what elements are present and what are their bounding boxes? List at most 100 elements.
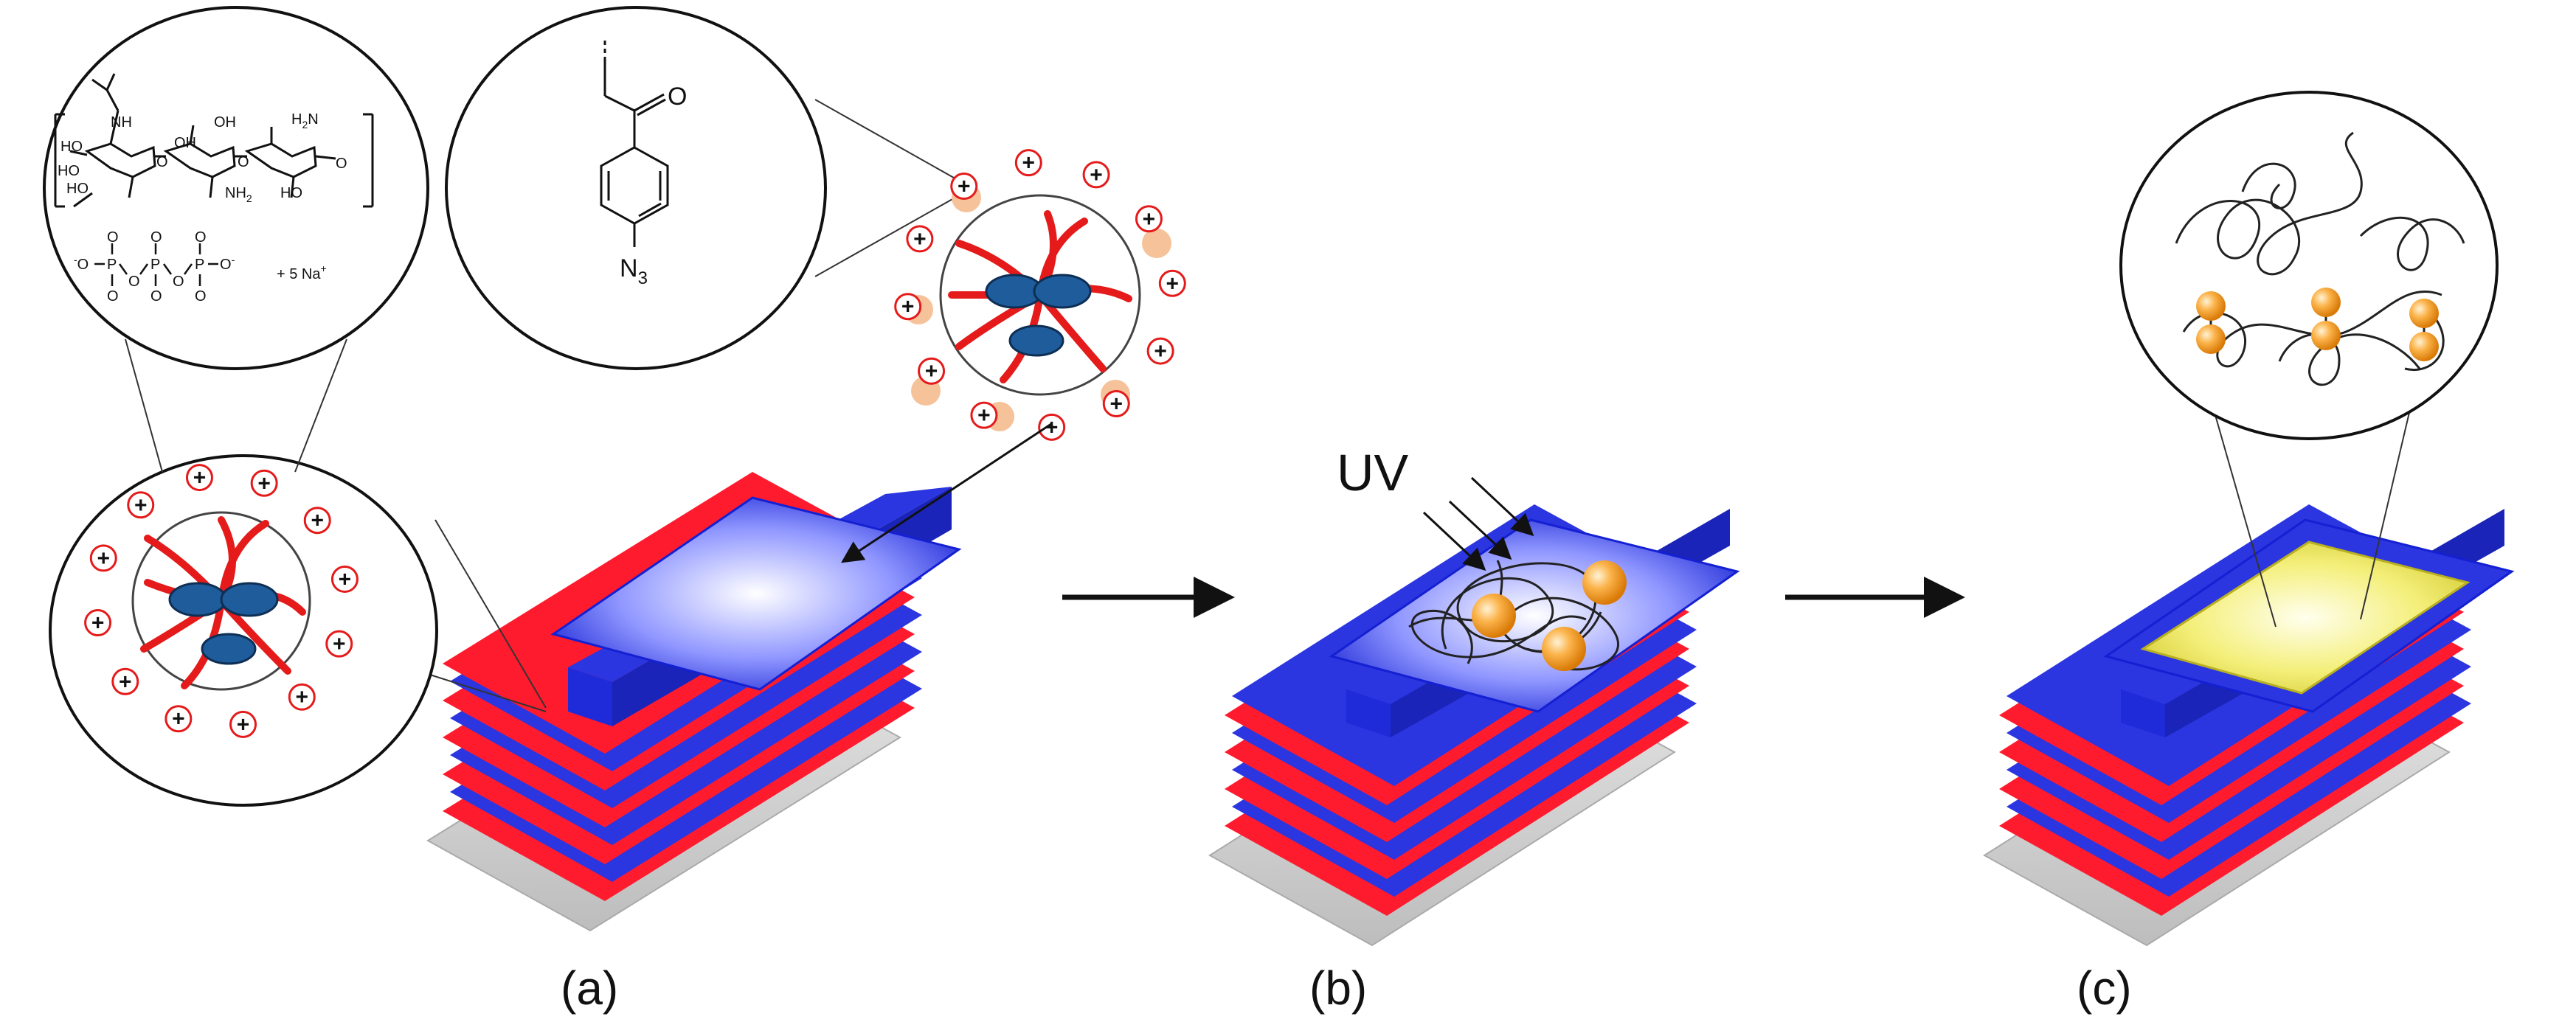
positive-charge-icon: + xyxy=(89,544,117,572)
svg-text:+: + xyxy=(977,403,991,428)
top-layer-side xyxy=(1346,689,1391,737)
panel-c: (c) xyxy=(1983,91,2515,1015)
top-layer-side xyxy=(2121,689,2165,737)
crosslinked-layer xyxy=(2140,540,2471,695)
positive-charge-icon: + xyxy=(970,401,998,429)
svg-text:+: + xyxy=(925,359,938,383)
positive-charge-icon: + xyxy=(84,609,112,637)
p-label: P xyxy=(150,257,160,273)
o-label: O xyxy=(238,154,249,170)
panel-a: + + + + + + + + + + + + NH HO HO xyxy=(43,6,1186,1015)
film-stack-a xyxy=(426,472,962,932)
positive-charge-icon: + xyxy=(918,357,946,385)
positive-charge-icon: + xyxy=(950,173,978,201)
p-label: P xyxy=(107,257,117,273)
micelle-zoom-circle: ++++++++++++ xyxy=(49,454,547,807)
micelle-core xyxy=(220,582,279,617)
o-label: O xyxy=(156,154,168,170)
positive-charge-icon: + xyxy=(325,630,353,658)
panel-a-label: (a) xyxy=(561,962,618,1015)
positive-charge-icon: + xyxy=(303,507,331,535)
zoom-line xyxy=(294,338,347,473)
positive-charge-icon: + xyxy=(1038,413,1066,441)
o-label: O xyxy=(195,229,207,246)
positive-charges: ++++++++++++ xyxy=(84,464,359,738)
svg-text:+: + xyxy=(1090,163,1103,187)
ho-label: HO xyxy=(66,181,89,197)
crosslink-beads xyxy=(2196,288,2439,361)
svg-text:+: + xyxy=(134,493,148,518)
panel-b-label: (b) xyxy=(1309,962,1367,1015)
svg-text:+: + xyxy=(339,567,352,591)
azide-zoom-circle: O N3 xyxy=(445,6,960,370)
o-label: O xyxy=(173,274,184,290)
positive-charge-icon: + xyxy=(127,491,155,519)
sodium-label: + 5 Na+ xyxy=(277,263,327,282)
positive-charges: + + + + + + + + + + + + xyxy=(894,149,1186,441)
oh-label: OH xyxy=(174,135,196,151)
o-label: O xyxy=(107,229,119,246)
micelle-core xyxy=(201,633,257,665)
svg-text:+: + xyxy=(257,471,271,496)
svg-text:+: + xyxy=(1154,339,1167,364)
o-label: O xyxy=(195,288,207,305)
svg-text:+: + xyxy=(237,712,250,737)
p-label: P xyxy=(195,257,204,273)
svg-text:+: + xyxy=(1045,415,1059,439)
o-minus-label: O- xyxy=(220,254,235,273)
micelle-core xyxy=(1008,324,1064,357)
positive-charge-icon: + xyxy=(894,293,922,321)
o-label: O xyxy=(107,288,119,305)
positive-charge-icon: + xyxy=(250,469,278,497)
positive-charge-icon: + xyxy=(330,565,359,593)
zoom-line xyxy=(814,99,960,181)
o-label: O xyxy=(336,156,347,172)
positive-charge-icon: + xyxy=(1146,337,1174,365)
ho-label: HO xyxy=(58,163,80,179)
micelle-core xyxy=(168,582,227,617)
positive-charge-icon: + xyxy=(906,225,934,253)
svg-text:+: + xyxy=(1022,151,1036,175)
svg-text:+: + xyxy=(333,632,346,656)
oh-label: OH xyxy=(214,114,236,131)
triphosphate-labels: -O P P P O O O O O O O O O- + 5 Na+ xyxy=(74,229,327,305)
ho-label: HO xyxy=(60,139,83,155)
svg-text:+: + xyxy=(296,685,309,709)
top-layer-side xyxy=(568,667,612,726)
uv-label: UV xyxy=(1337,444,1409,501)
svg-text:+: + xyxy=(311,509,324,533)
ho-label: HO xyxy=(280,185,302,201)
hyaluronan-labels: NH HO HO HO HO OH OH O O O H2N NH2 xyxy=(58,111,347,204)
positive-charge-icon: + xyxy=(288,683,316,711)
chemistry-zoom-circle: NH HO HO HO HO OH OH O O O H2N NH2 xyxy=(43,6,429,473)
nh2-label: NH2 xyxy=(225,185,252,204)
svg-text:+: + xyxy=(97,546,110,571)
o-label: O xyxy=(150,288,162,305)
positive-charge-icon: + xyxy=(1102,389,1130,417)
svg-text:+: + xyxy=(958,175,971,199)
triphosphate-structure xyxy=(94,243,218,286)
o-label: O xyxy=(150,229,162,246)
crosslink-beads xyxy=(1472,560,1627,671)
o-minus-label: -O xyxy=(74,254,89,273)
zoom-line xyxy=(814,195,960,277)
nh-label: NH xyxy=(111,114,132,131)
carbonyl-o-label: O xyxy=(668,83,687,111)
zoom-line xyxy=(434,519,547,709)
svg-text:+: + xyxy=(901,295,915,319)
uv-arrows xyxy=(1422,476,1534,571)
panel-c-label: (c) xyxy=(2077,962,2132,1015)
positive-charge-icon: + xyxy=(1158,269,1186,297)
hyaluronan-structure xyxy=(54,73,374,208)
o-label: O xyxy=(128,274,140,290)
network-zoom-circle xyxy=(2119,91,2499,628)
functionalized-micelle: + + + + + + + + + + + + xyxy=(840,149,1186,563)
svg-text:+: + xyxy=(1109,392,1123,416)
svg-text:+: + xyxy=(913,227,927,251)
svg-text:+: + xyxy=(1143,207,1156,232)
svg-text:+: + xyxy=(172,707,185,731)
positive-charge-icon: + xyxy=(111,667,139,695)
zoom-line xyxy=(125,338,163,473)
svg-text:+: + xyxy=(91,611,105,636)
